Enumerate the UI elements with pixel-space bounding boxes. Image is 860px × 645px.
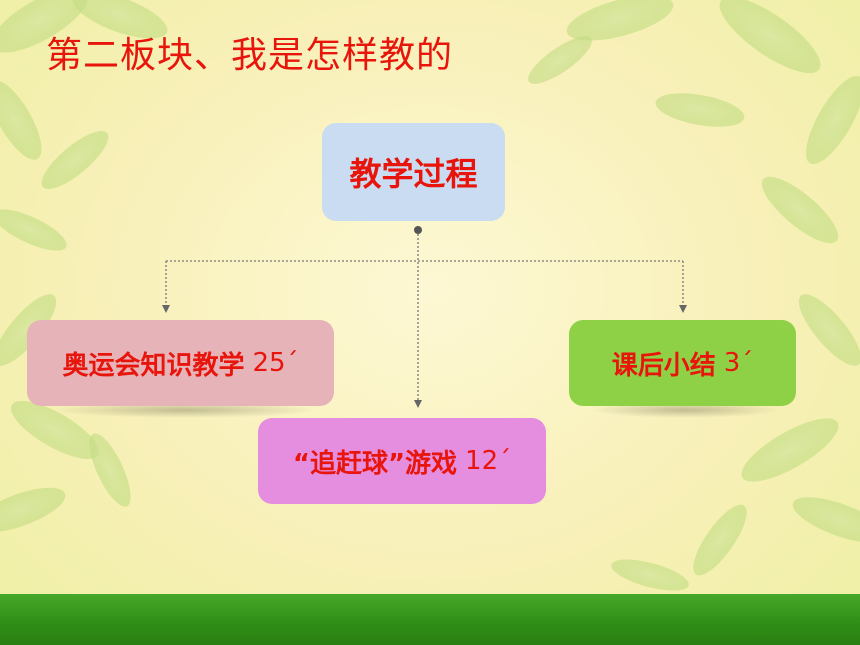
leaf-shape [611,559,689,591]
root-node-label: 教学过程 [349,155,478,193]
node-shadow [590,402,780,418]
slide-title: 第二板块、我是怎样教的 [46,35,454,76]
leaf-shape [41,130,109,190]
arrowhead-left [162,305,170,313]
diagram-node-chase-ball-game: “追赶球”游戏 12´ [258,418,546,504]
node-duration: 25´ [252,348,299,378]
leaf-shape [805,75,860,165]
node-duration: 3´ [723,348,754,378]
leaf-shape [72,0,168,39]
node-label: 课后小结 [611,350,716,381]
node-label: “追赶球”游戏 [292,448,458,479]
leaf-shape [655,93,745,127]
leaf-shape [10,400,100,460]
leaf-shape [89,433,131,507]
diagram-node-lesson-summary: 课后小结 3´ [569,320,796,406]
leaf-shape [528,36,592,84]
leaf-shape [719,0,821,74]
diagram-root-node: 教学过程 [322,123,505,221]
arrowhead-right [679,305,687,313]
leaf-shape [798,294,860,366]
leaf-shape [0,209,67,251]
node-duration: 12´ [465,446,512,476]
leaf-shape [566,0,674,41]
connector-origin-dot [414,226,422,234]
leaf-shape [741,418,839,482]
footer-green-bar [0,594,860,645]
diagram-node-olympics-knowledge: 奥运会知识教学 25´ [27,320,334,406]
node-shadow [50,402,320,418]
leaf-shape [0,0,89,53]
leaf-shape [0,294,57,366]
leaf-shape [693,504,747,576]
arrowhead-middle [414,400,422,408]
leaf-shape [792,497,860,543]
leaf-shape [0,487,66,533]
node-label: 奥运会知识教学 [62,350,245,381]
leaf-shape [761,176,839,244]
leaf-shape [0,80,42,160]
